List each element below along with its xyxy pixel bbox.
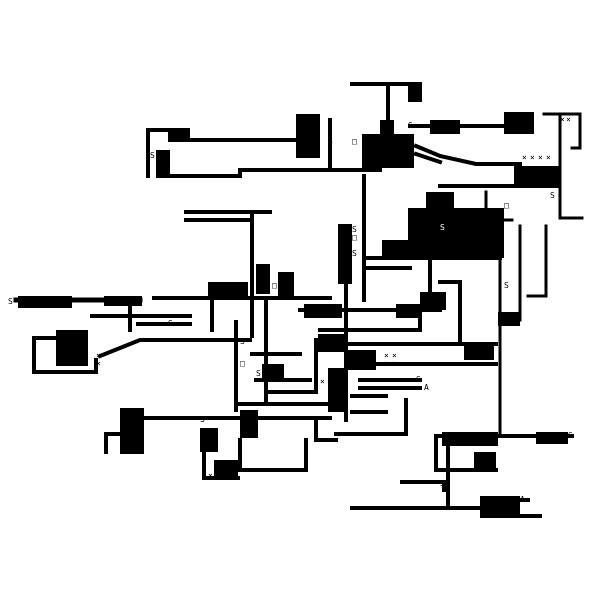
block: [168, 128, 190, 142]
block-group: [18, 82, 568, 518]
block: [318, 334, 344, 352]
block: [240, 410, 258, 438]
block: [442, 432, 498, 446]
cross-marker: ×: [392, 351, 397, 360]
cross-marker: ×: [392, 359, 397, 368]
block: [278, 272, 294, 300]
cross-marker: ×: [96, 351, 101, 360]
block: [382, 240, 410, 256]
cross-marker: ×: [560, 115, 565, 124]
source-label: S: [200, 415, 205, 424]
block: [214, 460, 238, 478]
cross-marker: ×: [522, 153, 527, 162]
via-marker: □: [272, 281, 277, 290]
wire: [334, 398, 408, 436]
cross-marker: ×: [208, 471, 213, 480]
source-label: S: [150, 151, 155, 160]
cross-marker: ×: [566, 115, 571, 124]
block: [408, 208, 504, 258]
wire: [542, 112, 582, 150]
cross-marker: ×: [320, 377, 325, 386]
block: [208, 282, 248, 296]
source-label: S: [504, 281, 509, 290]
block: [380, 120, 394, 136]
source-label: S: [168, 319, 173, 328]
block: [396, 304, 422, 318]
wire: [413, 143, 522, 166]
via-marker: □: [240, 359, 245, 368]
block: [430, 120, 460, 134]
block: [408, 82, 422, 102]
wire: [558, 112, 584, 220]
block: [328, 368, 344, 412]
alt-label: A: [424, 383, 429, 392]
block: [262, 364, 284, 378]
cross-marker: ×: [384, 351, 389, 360]
source-label: S: [568, 431, 573, 440]
source-label: S: [440, 223, 445, 232]
via-marker-group: □ □ □ □ □ □: [240, 137, 509, 472]
source-label: S: [256, 369, 261, 378]
wire: [238, 438, 308, 472]
source-label: S: [32, 337, 37, 346]
source-label: S: [352, 249, 357, 258]
wire: [400, 480, 446, 492]
block: [480, 496, 520, 518]
wire: [32, 336, 98, 374]
cross-marker: ×: [538, 153, 543, 162]
source-label-group: S S S S S S S S S S S S S S A S S S A: [8, 121, 573, 504]
cross-marker: ×: [530, 153, 535, 162]
cross-marker-group: × × × × × × × × × × × × × ×: [96, 115, 571, 480]
source-label: S: [440, 479, 445, 488]
via-marker: □: [504, 201, 509, 210]
wire: [413, 151, 443, 165]
source-label: S: [8, 297, 13, 306]
wire: [97, 338, 252, 359]
block: [18, 296, 72, 308]
cross-marker: ×: [384, 359, 389, 368]
source-label: S: [328, 137, 333, 146]
block: [464, 344, 494, 360]
alt-label: A: [520, 495, 525, 504]
block: [156, 150, 170, 178]
wire: [434, 434, 498, 472]
block: [514, 166, 560, 188]
block: [474, 452, 496, 468]
wire: [438, 280, 462, 342]
block: [362, 134, 414, 168]
source-label: S: [408, 121, 413, 130]
source-label: S: [352, 225, 357, 234]
wire: [526, 224, 548, 298]
block: [296, 114, 320, 158]
wire: [314, 418, 338, 442]
via-marker: □: [352, 137, 357, 146]
block: [56, 330, 88, 366]
source-label: S: [240, 337, 245, 346]
block: [498, 312, 520, 326]
wire: [160, 168, 382, 178]
block: [346, 350, 376, 370]
block: [200, 428, 218, 452]
block: [120, 408, 144, 454]
via-marker: □: [486, 463, 491, 472]
block: [256, 264, 270, 294]
source-label: S: [416, 375, 421, 384]
source-label: S: [550, 191, 555, 200]
block: [504, 112, 534, 134]
cross-marker: ×: [96, 359, 101, 368]
cross-marker: ×: [546, 153, 551, 162]
block: [104, 296, 142, 306]
via-marker: □: [352, 233, 357, 242]
block: [420, 292, 446, 310]
block: [304, 304, 342, 318]
block: [338, 224, 352, 284]
block: [426, 192, 454, 208]
block: [536, 432, 568, 444]
